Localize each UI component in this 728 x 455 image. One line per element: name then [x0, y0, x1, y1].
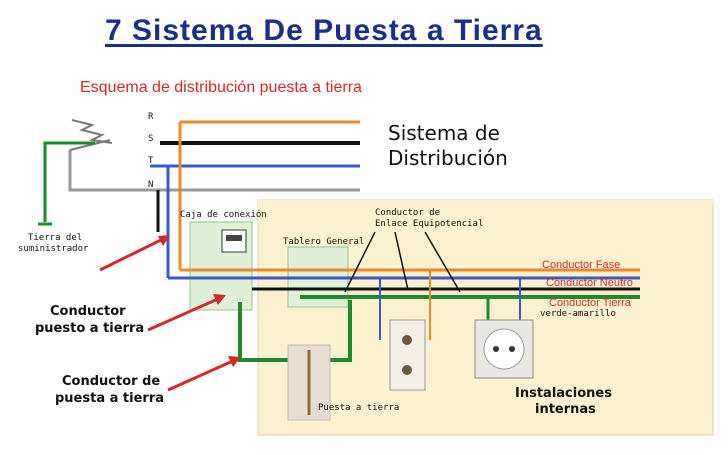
marker-n: N — [148, 180, 153, 190]
sistema-distribucion-line1: Sistema de — [388, 121, 500, 145]
marker-s: S — [148, 134, 153, 144]
red-arrow-2 — [147, 296, 221, 332]
puesta-a-tierra-label: Puesta a tierra — [318, 403, 399, 413]
red-arrow-3 — [167, 358, 236, 392]
page-title: 7 Sistema De Puesta a Tierra — [105, 14, 543, 47]
outlet-1-hole-a — [402, 335, 412, 345]
red-arrow-3-head — [228, 356, 241, 367]
red-arrow-2-head — [213, 294, 226, 305]
outlet-2-face — [483, 328, 525, 370]
diagram-subtitle: Esquema de distribución puesta a tierra — [80, 79, 362, 96]
meter-display — [226, 235, 242, 241]
red-arrow-1 — [99, 236, 166, 272]
tierra-suministrador-line1: Tierra del — [28, 233, 82, 243]
transformer-gray — [68, 150, 92, 192]
caja-conexion-label: Caja de conexión — [180, 209, 267, 220]
outlet-2-pin-b — [509, 346, 515, 352]
conductor-enlace-line2: Enlace Equipotencial — [375, 219, 483, 229]
conductor-puesto-tierra-line1: Conductor — [50, 304, 126, 319]
legend-verde-amarillo: verde-amarillo — [540, 309, 616, 319]
transformer-leg — [69, 139, 111, 151]
legend-fase: Conductor Fase — [542, 259, 620, 271]
supplier-ground-wire — [43, 141, 95, 222]
instalaciones-internas-line1: Instalaciones — [515, 386, 612, 401]
legend-neutro: Conductor Neutro — [546, 277, 633, 289]
red-arrow-1-head — [158, 235, 170, 246]
sistema-distribucion-line2: Distribución — [388, 146, 508, 170]
enlace-arrow-1 — [344, 231, 376, 293]
building-roof-step — [258, 200, 713, 225]
instalaciones-internas-line2: internas — [535, 402, 596, 417]
outlet-1 — [389, 319, 426, 391]
transformer-zigzag — [71, 119, 113, 144]
tablero-general-label: Tablero General — [283, 237, 364, 247]
conductor-de-puesta-line2: puesta a tierra — [55, 391, 164, 406]
tierra-suministrador-line2: suministrador — [18, 244, 89, 254]
marker-t: T — [148, 156, 154, 166]
marker-r: R — [148, 112, 154, 122]
enlace-arrow-3 — [424, 231, 461, 293]
legend-tierra: Conductor Tierra — [549, 297, 632, 309]
conductor-de-puesta-line1: Conductor de — [62, 374, 160, 389]
outlet-1-hole-b — [402, 365, 412, 375]
enlace-arrow-2 — [394, 231, 409, 291]
conductor-puesto-tierra-line2: puesto a tierra — [35, 321, 144, 336]
outlet-2-pin-a — [493, 346, 499, 352]
conductor-enlace-line1: Conductor de — [375, 208, 440, 218]
building-area — [257, 199, 714, 436]
